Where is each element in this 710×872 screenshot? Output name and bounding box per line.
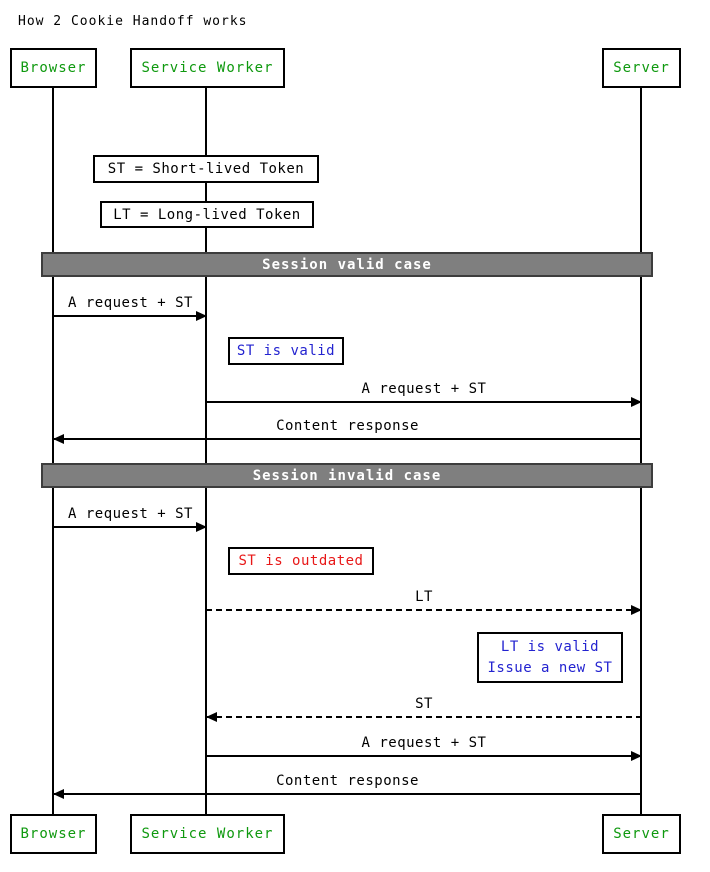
message-label: A request + ST xyxy=(67,295,193,311)
note-lt-valid-line1: LT is valid xyxy=(500,638,600,655)
lifeline-browser xyxy=(52,86,54,816)
actor-box-server-bottom: Server xyxy=(602,814,681,854)
actor-box-server-top: Server xyxy=(602,48,681,88)
section-divider-session-invalid: Session invalid case xyxy=(41,463,653,488)
note-st-definition: ST = Short-lived Token xyxy=(93,155,319,183)
note-st-valid: ST is valid xyxy=(228,337,344,365)
arrowhead-right-icon xyxy=(631,605,642,615)
message-label: Content response xyxy=(276,773,419,789)
arrowhead-right-icon xyxy=(631,751,642,761)
section-divider-session-valid: Session valid case xyxy=(41,252,653,277)
actor-box-browser-top: Browser xyxy=(10,48,97,88)
message-label: A request + ST xyxy=(361,381,487,397)
arrowhead-right-icon xyxy=(196,522,207,532)
actor-box-browser-bottom: Browser xyxy=(10,814,97,854)
message-line xyxy=(206,755,642,757)
message-label: ST xyxy=(415,696,433,712)
arrowhead-right-icon xyxy=(196,311,207,321)
arrowhead-left-icon xyxy=(53,434,64,444)
note-lt-valid-line2: Issue a new ST xyxy=(487,659,613,676)
message-line-dashed xyxy=(206,609,642,611)
lifeline-service-worker xyxy=(205,86,207,816)
message-line xyxy=(53,793,642,795)
note-st-outdated: ST is outdated xyxy=(228,547,374,575)
diagram-title: How 2 Cookie Handoff works xyxy=(18,14,248,29)
arrowhead-left-icon xyxy=(206,712,217,722)
message-label: Content response xyxy=(276,418,419,434)
note-lt-valid: LT is valid Issue a new ST xyxy=(477,632,623,683)
message-line xyxy=(53,438,642,440)
message-line-dashed xyxy=(206,716,642,718)
arrowhead-right-icon xyxy=(631,397,642,407)
arrowhead-left-icon xyxy=(53,789,64,799)
message-label: A request + ST xyxy=(361,735,487,751)
message-label: A request + ST xyxy=(67,506,193,522)
actor-box-service-worker-bottom: Service Worker xyxy=(130,814,285,854)
note-lt-definition: LT = Long-lived Token xyxy=(100,201,314,228)
message-line xyxy=(53,526,207,528)
message-line xyxy=(206,401,642,403)
message-line xyxy=(53,315,207,317)
lifeline-server xyxy=(640,86,642,816)
message-label: LT xyxy=(415,589,433,605)
actor-box-service-worker-top: Service Worker xyxy=(130,48,285,88)
